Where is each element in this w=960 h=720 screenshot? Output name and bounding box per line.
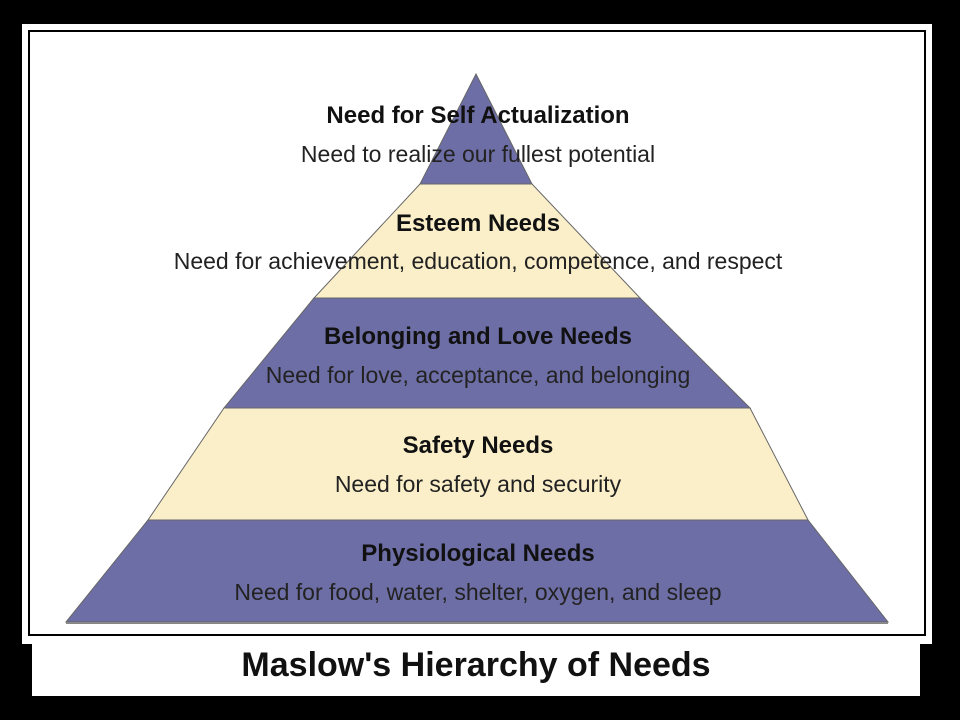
level-desc-belonging: Need for love, acceptance, and belonging xyxy=(265,362,691,388)
pyramid-level-belonging xyxy=(222,297,752,409)
level-title-self-actualization: Need for Self Actualization xyxy=(326,102,630,129)
diagram-caption: Maslow's Hierarchy of Needs xyxy=(241,646,711,684)
pyramid-level-safety xyxy=(147,407,809,521)
caption-panel xyxy=(32,644,920,696)
level-title-physiological: Physiological Needs xyxy=(361,540,595,567)
level-desc-physiological: Need for food, water, shelter, oxygen, a… xyxy=(234,579,722,605)
level-desc-esteem: Need for achievement, education, compete… xyxy=(173,248,783,274)
level-desc-safety: Need for safety and security xyxy=(334,471,622,497)
level-title-belonging: Belonging and Love Needs xyxy=(323,323,633,350)
level-title-esteem: Esteem Needs xyxy=(395,210,561,237)
level-desc-self-actualization: Need to realize our fullest potential xyxy=(300,141,656,167)
pyramid-level-esteem xyxy=(312,183,642,299)
level-title-safety: Safety Needs xyxy=(402,432,554,459)
pyramid-level-physiological xyxy=(64,519,890,623)
